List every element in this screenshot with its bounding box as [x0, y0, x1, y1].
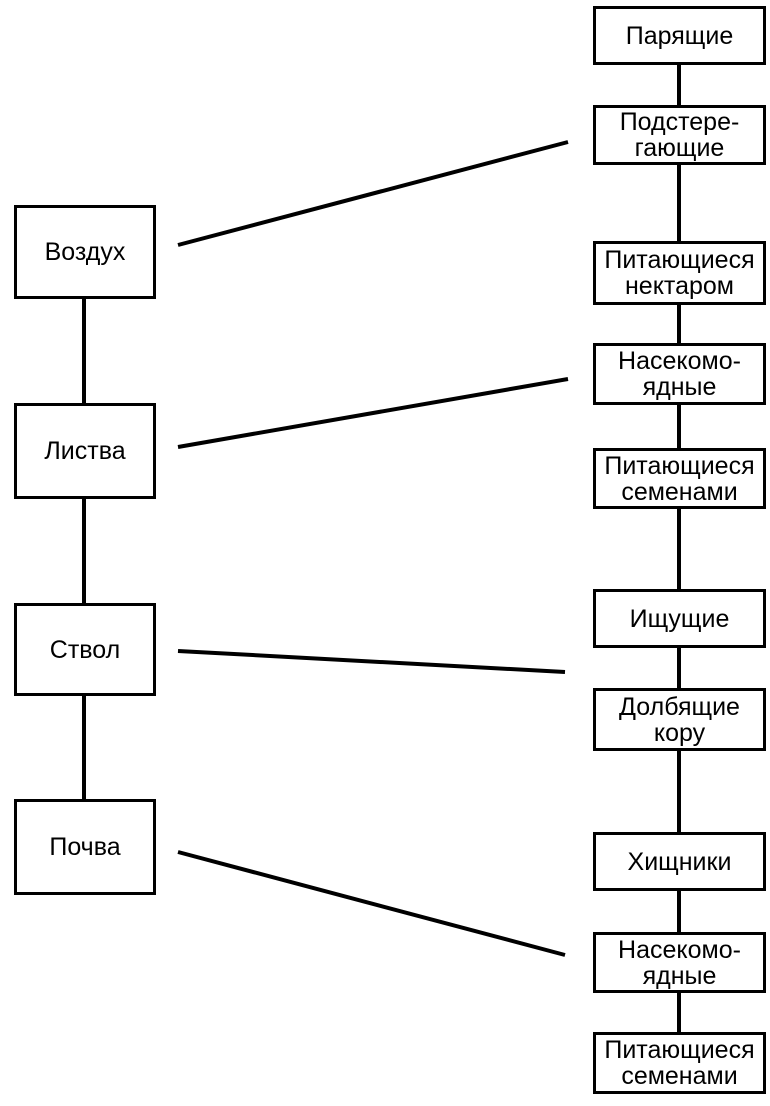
habitat-box-soil: Почва — [14, 799, 156, 895]
habitat-label: Почва — [49, 833, 121, 861]
group-label-line: семенами — [621, 477, 738, 506]
group-label-line: семенами — [621, 1062, 738, 1090]
group-box: Питающиеся семенами — [593, 1032, 766, 1094]
group-box: Хищники — [593, 832, 766, 891]
group-label-line: Питающиеся — [604, 451, 755, 480]
habitat-box-air: Воздух — [14, 205, 156, 299]
group-box: Ищущие — [593, 589, 766, 648]
group-label-line: Питающиеся — [604, 246, 755, 274]
group-box: Долбящие кору — [593, 688, 766, 751]
group-label-line: нектаром — [625, 272, 734, 300]
group-label-line: Подстере- — [619, 108, 740, 136]
group-box: Насекомо- ядные — [593, 932, 766, 993]
group-label-line: Насекомо- — [618, 935, 741, 964]
group-label-line: Насекомо- — [618, 347, 741, 375]
group-label-line: Ищущие — [629, 604, 730, 633]
group-label-line: Долбящие — [619, 692, 740, 721]
habitat-box-foliage: Листва — [14, 403, 156, 499]
group-box: Подстере- гающие — [593, 105, 766, 165]
group-box: Питающиеся нектаром — [593, 241, 766, 305]
habitat-link-line — [177, 649, 566, 674]
habitat-label: Листва — [44, 437, 126, 465]
group-label-line: Питающиеся — [604, 1036, 755, 1064]
habitat-link-line — [177, 140, 569, 247]
habitat-label: Ствол — [49, 635, 121, 664]
group-box: Питающиеся семенами — [593, 448, 766, 509]
group-label-line: кору — [653, 718, 706, 747]
group-label-line: ядные — [642, 373, 717, 401]
habitat-label: Воздух — [44, 238, 126, 266]
group-label-line: Хищники — [627, 847, 732, 876]
group-label-line: ядные — [642, 961, 717, 990]
group-label-line: гающие — [634, 134, 725, 162]
group-label-line: Парящие — [625, 21, 734, 50]
group-box: Насекомо- ядные — [593, 343, 766, 405]
habitat-link-line — [177, 850, 566, 957]
habitat-box-trunk: Ствол — [14, 603, 156, 696]
habitat-link-line — [177, 377, 569, 449]
group-box: Парящие — [593, 6, 766, 65]
